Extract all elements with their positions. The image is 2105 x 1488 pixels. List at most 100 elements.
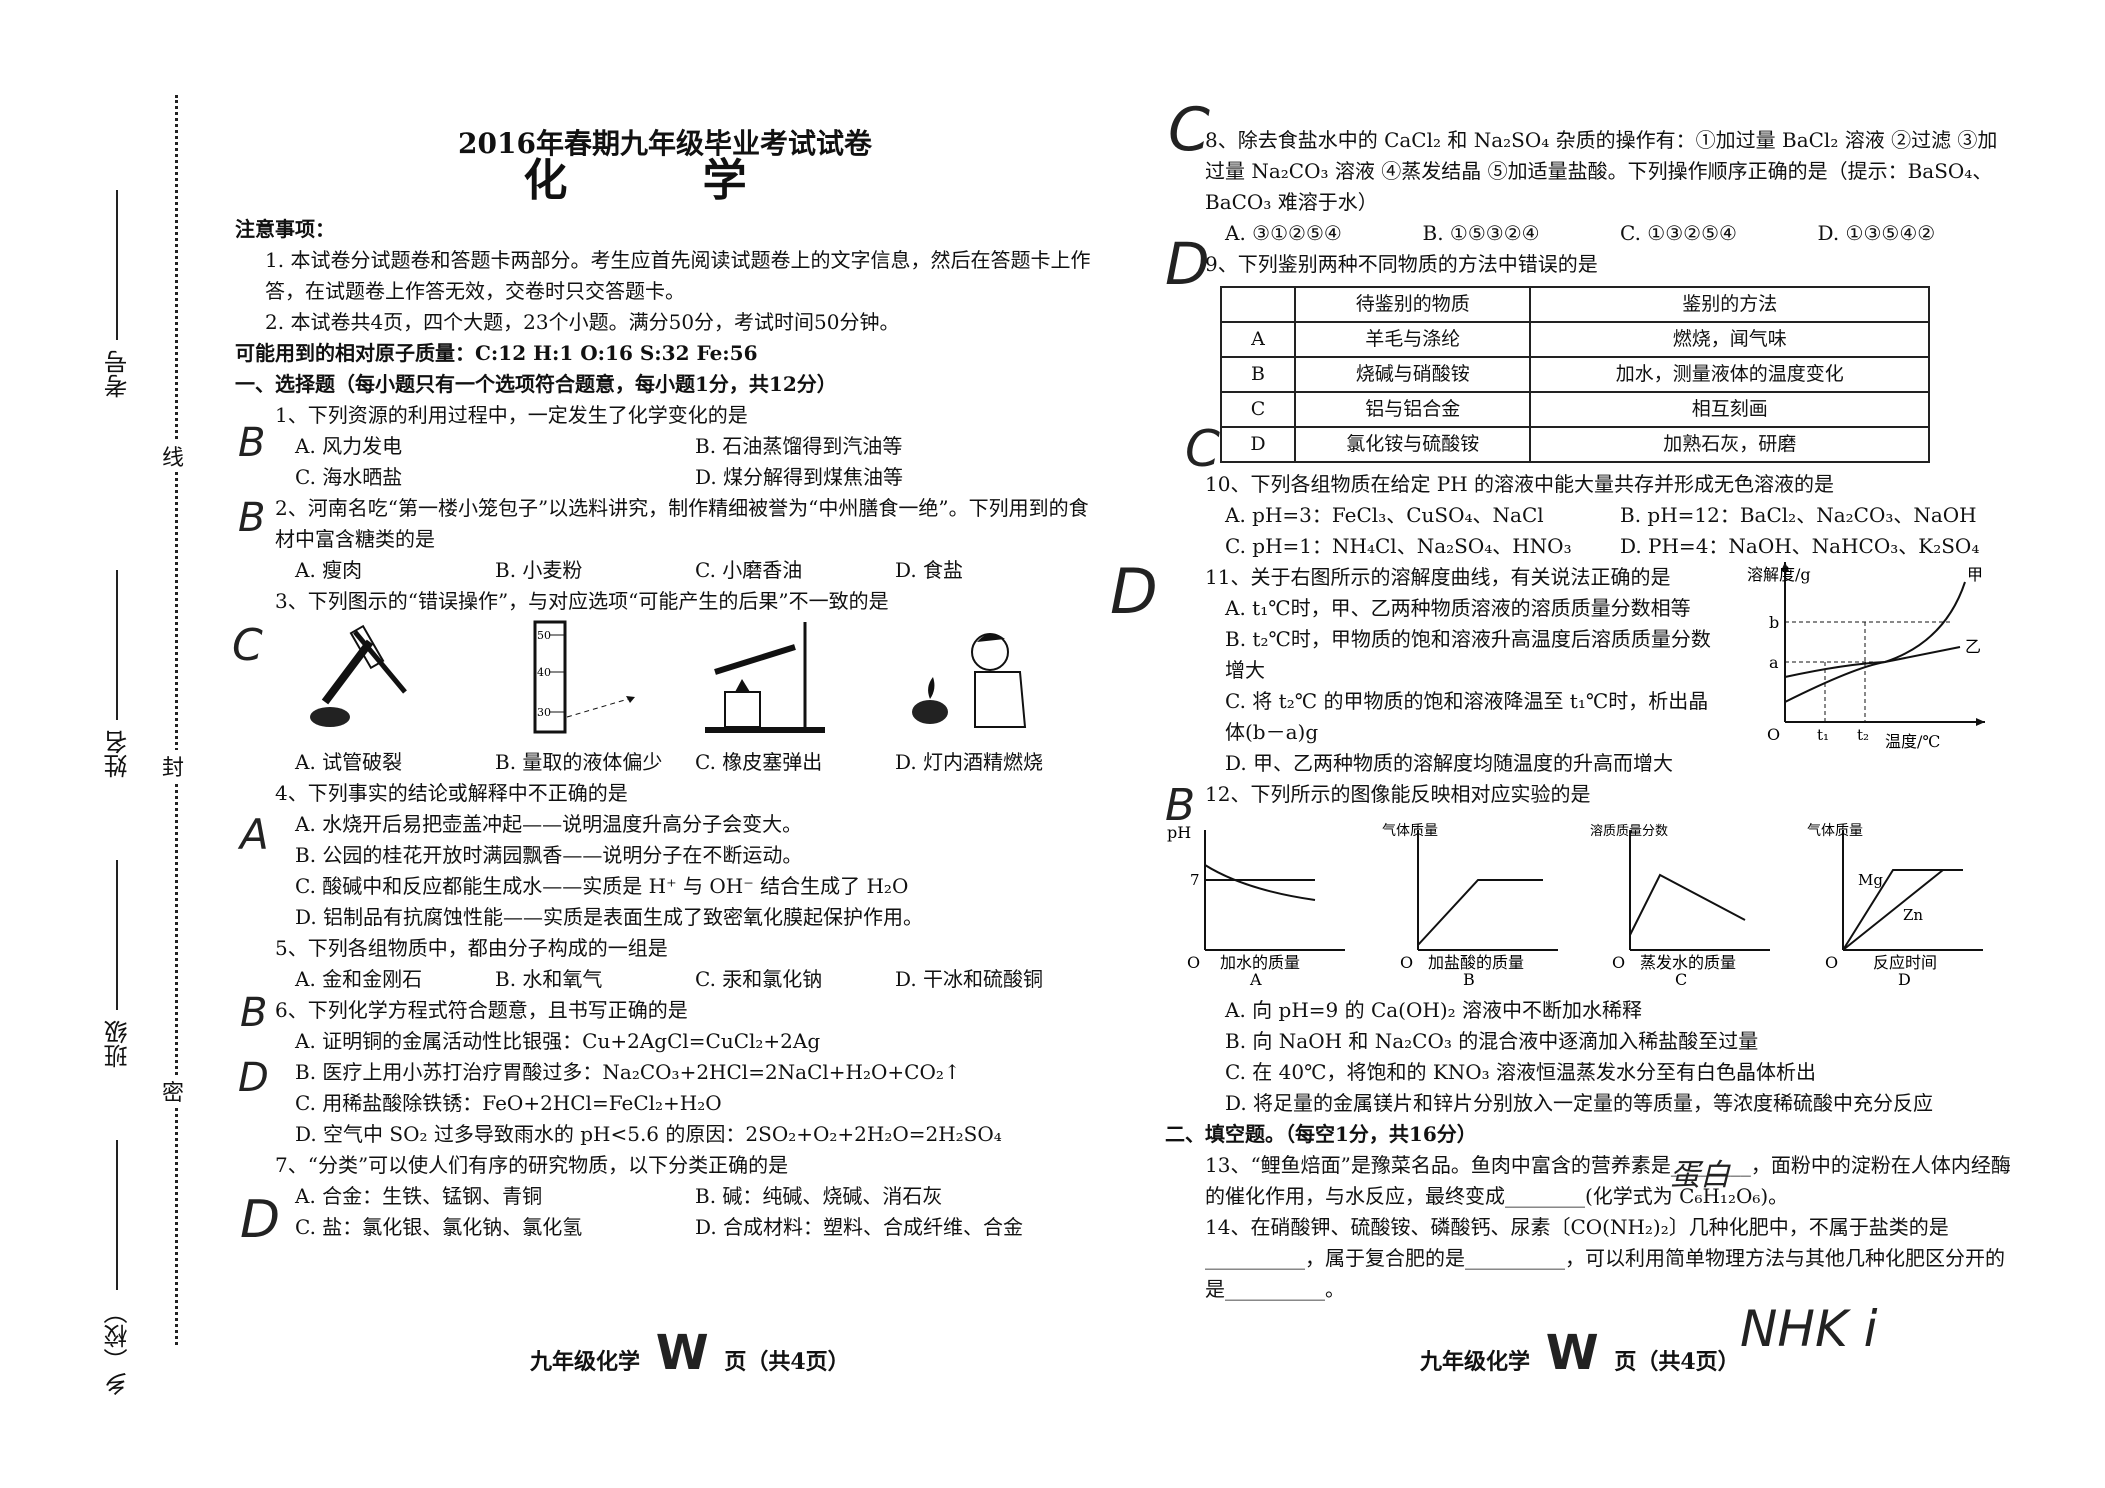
graph-a: pH 7 O 加水的质量 A	[1167, 823, 1345, 989]
option[interactable]: C. 海水晒盐	[295, 465, 403, 489]
section-1-heading: 一、选择题（每小题只有一个选项符合题意，每小题1分，共12分）	[235, 372, 837, 396]
question-1: 1、下列资源的利用过程中，一定发生了化学变化的是	[275, 403, 748, 427]
option[interactable]: A. 向 pH=9 的 Ca(OH)₂ 溶液中不断加水稀释	[1225, 998, 1643, 1022]
handwritten-answer-q4: A	[240, 810, 269, 859]
sol-t2: t₂	[1857, 726, 1869, 744]
handwritten-answer-q3: C	[232, 620, 263, 671]
graduated-cylinder-figure: 50 40 30	[533, 620, 636, 734]
option[interactable]: B. 向 NaOH 和 Na₂CO₃ 的混合液中逐滴加入稀盐酸至过量	[1225, 1029, 1759, 1053]
sol-yi: 乙	[1965, 637, 1981, 656]
question-1-options: A. 风力发电 B. 石油蒸馏得到汽油等 C. 海水晒盐 D. 煤分解得到煤焦油…	[235, 431, 1095, 493]
option[interactable]: D. PH=4：NaOH、NaHCO₃、K₂SO₄	[1620, 534, 1980, 558]
option[interactable]: D. ①③⑤④②	[1817, 221, 1936, 245]
option[interactable]: C. ①③②⑤④	[1620, 221, 1737, 245]
handwritten-answer-q6: D	[238, 1055, 269, 1101]
option[interactable]: A. ③①②⑤④	[1225, 221, 1342, 245]
option[interactable]: D. 煤分解得到煤焦油等	[695, 465, 904, 489]
flask-stand-figure	[705, 622, 825, 733]
option[interactable]: A. pH=3：FeCl₃、CuSO₄、NaCl	[1225, 503, 1544, 527]
handwritten-answer-q2: B	[238, 495, 266, 541]
exam-number-field[interactable]: 考号	[100, 190, 135, 398]
class-field[interactable]: 班级	[100, 860, 135, 1068]
section-2-heading: 二、填空题。（每空1分，共16分）	[1165, 1122, 1477, 1146]
option[interactable]: A. 试管破裂	[295, 750, 403, 774]
option[interactable]: A. 瘦肉	[295, 558, 363, 582]
graph-d: 气体质量 Mg Zn O 反应时间 D	[1807, 823, 1983, 989]
test-tube-heating-figure	[310, 624, 407, 727]
handwritten-answer-q11: D	[1110, 555, 1158, 628]
name-field[interactable]: 姓名	[100, 570, 135, 778]
option[interactable]: B. 公园的桂花开放时满园飘香——说明分子在不断运动。	[295, 843, 803, 867]
table-row: A 羊毛与涤纶 燃烧，闻气味	[1220, 321, 1930, 358]
question-13[interactable]: 13、“鲤鱼焙面”是豫菜名品。鱼肉中富含的营养素是________，面粉中的淀粉…	[1205, 1153, 2011, 1208]
option[interactable]: B. t₂℃时，甲物质的饱和溶液升高温度后溶质质量分数增大	[1225, 627, 1711, 682]
option[interactable]: C. 橡皮塞弹出	[695, 750, 823, 774]
option[interactable]: C. 在 40℃，将饱和的 KNO₃ 溶液恒温蒸发水分至有白色晶体析出	[1225, 1060, 1817, 1084]
option[interactable]: D. 合成材料：塑料、合成纤维、合金	[695, 1215, 1024, 1239]
svg-text:气体质量: 气体质量	[1807, 823, 1863, 839]
handwritten-answer-q10: C	[1185, 420, 1220, 478]
svg-text:Mg: Mg	[1858, 871, 1883, 889]
svg-text:Zn: Zn	[1903, 906, 1923, 924]
option[interactable]: B. 水和氧气	[495, 967, 603, 991]
option[interactable]: B. pH=12：BaCl₂、Na₂CO₃、NaOH	[1620, 503, 1977, 527]
handwritten-answer-q5: B	[240, 990, 268, 1036]
svg-text:O: O	[1187, 953, 1200, 972]
option[interactable]: B. 小麦粉	[495, 558, 583, 582]
option[interactable]: D. 将足量的金属镁片和锌片分别放入一定量的等质量，等浓度稀硫酸中充分反应	[1225, 1091, 1934, 1115]
svg-text:O: O	[1825, 953, 1838, 972]
right-page: 8、除去食盐水中的 CaCl₂ 和 Na₂SO₄ 杂质的操作有：①加过量 BaC…	[1165, 125, 2015, 1305]
question-2-options: A. 瘦肉 B. 小麦粉 C. 小磨香油 D. 食盐	[235, 555, 1095, 586]
question-11: 11、关于右图所示的溶解度曲线，有关说法正确的是	[1205, 565, 1671, 589]
blowing-lamp-figure	[912, 633, 1027, 728]
graph-c: 溶质质量分数 O 蒸发水的质量 C	[1590, 824, 1770, 989]
handwritten-answer-q7: D	[240, 1190, 281, 1250]
option[interactable]: D. 甲、乙两种物质的溶解度均随温度的升高而增大	[1225, 751, 1674, 775]
table-header-row: 待鉴别的物质 鉴别的方法	[1220, 286, 1930, 323]
option[interactable]: C. pH=1：NH₄Cl、Na₂SO₄、HNO₃	[1225, 534, 1572, 558]
option[interactable]: D. 食盐	[895, 558, 964, 582]
svg-text:C: C	[1675, 970, 1687, 989]
option[interactable]: D. 干冰和硫酸铜	[895, 967, 1044, 991]
option[interactable]: C. 汞和氯化钠	[695, 967, 823, 991]
option[interactable]: C. 盐：氯化银、氯化钠、氯化氢	[295, 1215, 583, 1239]
option[interactable]: A. t₁℃时，甲、乙两种物质溶液的溶质质量分数相等	[1225, 596, 1691, 620]
cylinder-mark-50: 50	[537, 629, 551, 642]
sol-jia: 甲	[1967, 565, 1983, 584]
svg-text:B: B	[1463, 970, 1475, 989]
question-14[interactable]: 14、在硝酸钾、硫酸铵、磷酸钙、尿素〔CO(NH₂)₂〕几种化肥中，不属于盐类的…	[1205, 1215, 2005, 1301]
option[interactable]: C. 酸碱中和反应都能生成水——实质是 H⁺ 与 OH⁻ 结合生成了 H₂O	[295, 874, 909, 898]
option[interactable]: B. 医疗上用小苏打治疗胃酸过多：Na₂CO₃+2HCl=2NaCl+H₂O+C…	[295, 1060, 961, 1084]
option[interactable]: B. 石油蒸馏得到汽油等	[695, 434, 903, 458]
option[interactable]: B. 碱：纯碱、烧碱、消石灰	[695, 1184, 943, 1208]
handwritten-answer-q1: B	[238, 420, 266, 466]
option[interactable]: A. 合金：生铁、锰钢、青铜	[295, 1184, 543, 1208]
table-row: D 氯化铵与硫酸铵 加熟石灰，研磨	[1220, 426, 1930, 463]
question-10: 10、下列各组物质在给定 PH 的溶液中能大量共存并形成无色溶液的是	[1205, 472, 1835, 496]
sol-a: a	[1769, 653, 1779, 672]
option[interactable]: B. 量取的液体偏少	[495, 750, 663, 774]
solubility-curve-graph: 溶解度/g 温度/℃ O a b t₁ t₂ 甲 乙	[1747, 562, 1985, 751]
seal-char-secret: 密	[162, 1075, 185, 1107]
question-8: 8、除去食盐水中的 CaCl₂ 和 Na₂SO₄ 杂质的操作有：①加过量 BaC…	[1205, 128, 1998, 214]
notice-2: 2. 本试卷共4页，四个大题，23个小题。满分50分，考试时间50分钟。	[265, 310, 900, 334]
question-3-options: A. 试管破裂 B. 量取的液体偏少 C. 橡皮塞弹出 D. 灯内酒精燃烧	[235, 747, 1095, 778]
option[interactable]: A. 金和金刚石	[295, 967, 423, 991]
option[interactable]: D. 铝制品有抗腐蚀性能——实质是表面生成了致密氧化膜起保护作用。	[295, 905, 924, 929]
option[interactable]: A. 风力发电	[295, 434, 403, 458]
cylinder-mark-30: 30	[537, 706, 551, 719]
sol-origin: O	[1767, 725, 1780, 744]
option[interactable]: C. 用稀盐酸除铁锈：FeO+2HCl=FeCl₂+H₂O	[295, 1091, 722, 1115]
option[interactable]: A. 证明铜的金属活动性比银强：Cu+2AgCl=CuCl₂+2Ag	[295, 1029, 821, 1053]
option[interactable]: B. ①⑤③②④	[1422, 221, 1540, 245]
question-12: 12、下列所示的图像能反映相对应实验的是	[1205, 782, 1591, 806]
option[interactable]: A. 水烧开后易把壶盖冲起——说明温度升高分子会变大。	[295, 812, 803, 836]
school-field[interactable]: 乡（校）	[100, 1140, 135, 1396]
cylinder-mark-40: 40	[537, 666, 551, 679]
option[interactable]: C. 小磨香油	[695, 558, 803, 582]
option[interactable]: D. 空气中 SO₂ 过多导致雨水的 pH<5.6 的原因：2SO₂+O₂+2H…	[295, 1122, 1002, 1146]
svg-text:O: O	[1400, 953, 1413, 972]
identification-table: 待鉴别的物质 鉴别的方法 A 羊毛与涤纶 燃烧，闻气味 B 烧碱与硝酸铵 加水，…	[1220, 286, 1930, 463]
option[interactable]: D. 灯内酒精燃烧	[895, 750, 1044, 774]
option[interactable]: C. 将 t₂℃ 的甲物质的饱和溶液降温至 t₁℃时，析出晶体(b－a)g	[1225, 689, 1709, 744]
